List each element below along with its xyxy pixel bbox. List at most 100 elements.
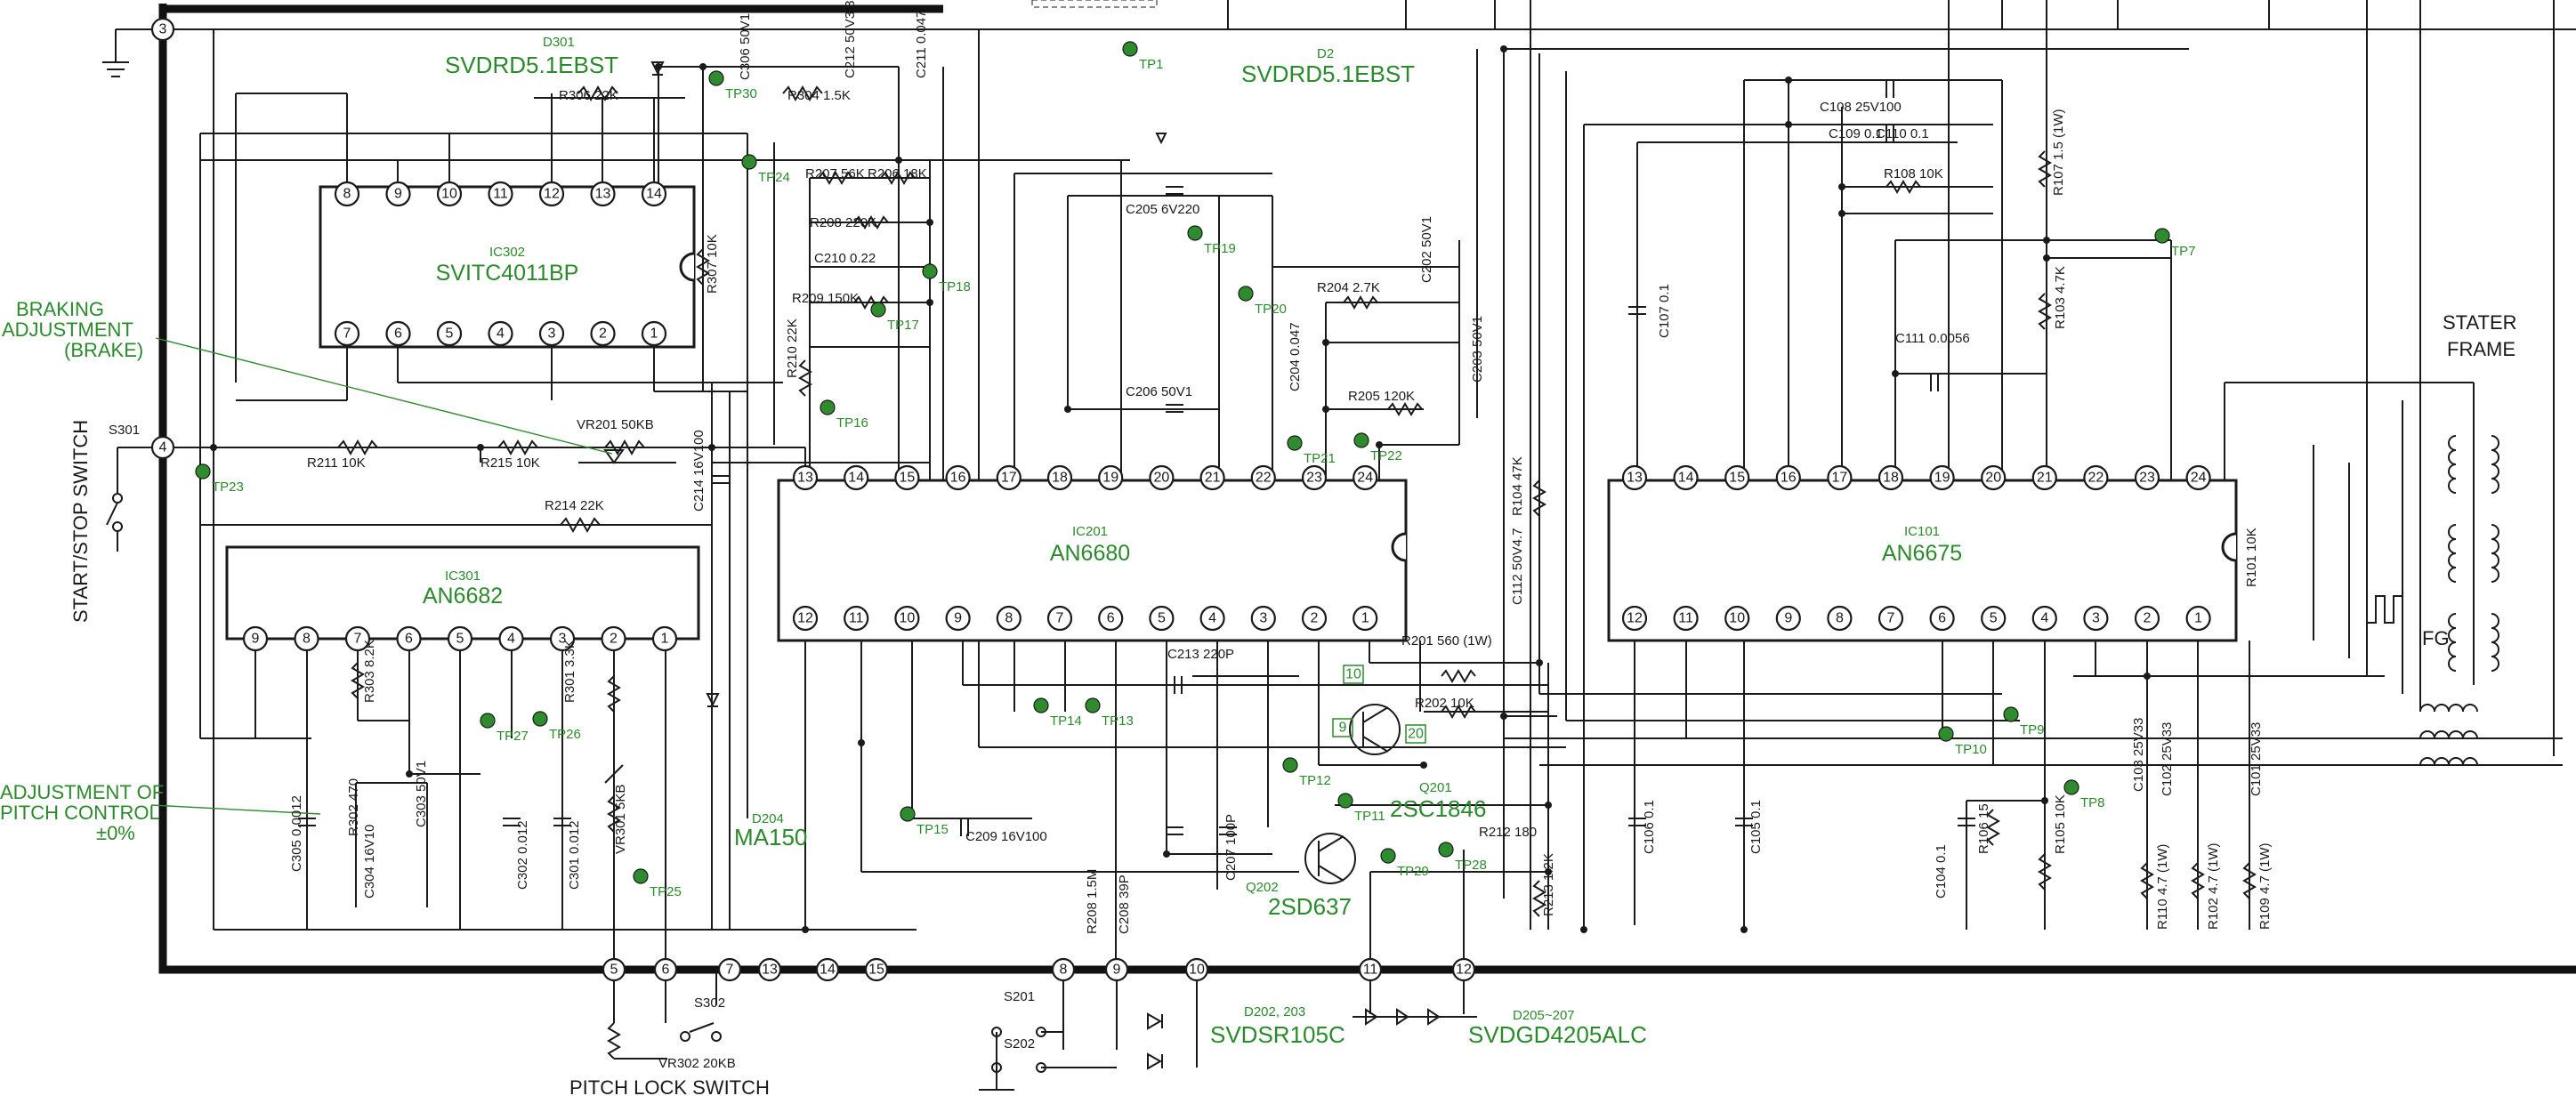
component-label: C214 16V100 (691, 430, 707, 512)
ic201-pin-1 (1353, 605, 1378, 632)
ic201-pin-4 (1199, 605, 1225, 632)
component-label: R105 10K (2053, 794, 2068, 854)
ic101-pin-label: 14 (1678, 471, 1694, 486)
test-point-tp17 (870, 302, 886, 318)
ic101-pin-3 (2083, 605, 2109, 632)
test-point-label: TP30 (725, 86, 757, 101)
ic101-pin-label: 23 (2139, 471, 2155, 486)
test-point-tp20 (1238, 286, 1254, 302)
test-point-label: TP1 (1139, 57, 1164, 72)
component-label: C105 0.1 (1748, 800, 1764, 854)
test-point-label: TP28 (1455, 858, 1487, 873)
ic301-pin-label: 3 (559, 632, 567, 647)
test-point-tp29 (1380, 848, 1396, 864)
ic301-pin-label: 6 (405, 632, 413, 647)
ic101-pin-6 (1929, 605, 1955, 632)
ic101-pin-label: 17 (1832, 471, 1848, 486)
ic201-pin-22 (1250, 464, 1276, 491)
ic101-pin-label: 19 (1934, 471, 1950, 486)
ic101-pin-8 (1827, 605, 1853, 632)
test-point-tp8 (2063, 779, 2079, 795)
ic301-pin-label: 4 (507, 632, 515, 647)
component-label: R210 22K (785, 318, 800, 378)
test-point-label: TP26 (549, 727, 581, 742)
test-point-label: TP9 (2020, 722, 2045, 737)
ic201-pin-6 (1098, 605, 1124, 632)
junctions (210, 45, 2151, 933)
ic201-pin-8 (996, 605, 1022, 632)
ic301-pin-label: 2 (610, 632, 618, 647)
ic201-pin-label: 9 (954, 611, 962, 626)
component-label: R207 56K (805, 166, 865, 181)
component-label: R306 22K (559, 88, 618, 103)
connector-pin-label: 3 (159, 22, 167, 37)
test-point-tp23 (195, 463, 211, 479)
connector-pin-label: 12 (1456, 963, 1472, 978)
component-label: R110 4.7 (1W) (2155, 844, 2170, 930)
ic302-pin-label: 14 (646, 187, 662, 202)
connector-pin-label: 9 (1113, 963, 1121, 978)
ic201-pin-label: 24 (1357, 471, 1373, 486)
ic302-pin-4 (488, 320, 513, 347)
connector-pin-7 (717, 957, 742, 982)
ic201-pin-label: 16 (950, 471, 966, 486)
ic201-pin-label: 2 (1311, 611, 1319, 626)
component-label: R109 4.7 (1W) (2257, 842, 2273, 930)
ic101-pin-label: 1 (2194, 611, 2202, 626)
component-label: R108 10K (1884, 166, 1943, 181)
ic302-pin-10 (436, 181, 463, 207)
ic302-pin-label: 10 (441, 187, 457, 202)
ic101-pin-10 (1724, 605, 1750, 632)
ic201-pin-3 (1250, 605, 1276, 632)
component-label: R202 10K (1415, 696, 1474, 711)
test-point-label: TP11 (1354, 809, 1385, 824)
ic301-pin-3 (549, 625, 576, 652)
ic201-pin-label: 10 (900, 611, 916, 626)
ic201-pin-20 (1149, 464, 1175, 491)
boxed-node-label: 20 (1408, 727, 1424, 742)
test-point-tp21 (1287, 435, 1303, 451)
test-point-tp11 (1337, 793, 1353, 809)
ic302-pin-13 (590, 181, 616, 207)
test-point-tp18 (922, 263, 938, 279)
d301-ref: D301 (543, 35, 575, 50)
ic101-pin-1 (2185, 605, 2211, 632)
ic101-pin-16 (1775, 464, 1801, 491)
component-label: C208 39P (1117, 874, 1132, 934)
connector-pin-label: 11 (1363, 963, 1378, 978)
connector-pin-label: 7 (726, 963, 734, 978)
stater-line-1: STATER (2443, 311, 2517, 334)
test-point-tp7 (2154, 228, 2170, 244)
ic201-pin-15 (894, 464, 920, 491)
ic101-pin-label: 15 (1729, 471, 1745, 486)
connector-pin-15 (864, 957, 889, 982)
ic201-pin-label: 22 (1256, 471, 1272, 486)
ic201-pin-label: 20 (1154, 471, 1170, 486)
ic201-pin-19 (1098, 464, 1124, 491)
ic101-pin-label: 18 (1883, 471, 1899, 486)
ic201-pin-16 (945, 464, 971, 491)
ic201-pin-9 (945, 605, 971, 632)
ic301-part: AN6682 (423, 584, 503, 608)
pitch-lock-label: PITCH LOCK SWITCH (569, 1076, 770, 1099)
ic101-pin-label: 2 (2144, 611, 2152, 626)
ic101-pin-label: 12 (1627, 611, 1643, 626)
component-label: C301 0.012 (567, 820, 582, 890)
top-rail (102, 0, 2576, 77)
component-label: C302 0.012 (515, 820, 530, 890)
ic201-pin-2 (1301, 605, 1328, 632)
ic302-pin-1 (641, 320, 667, 347)
test-point-tp16 (820, 399, 836, 415)
ic101-pin-23 (2134, 464, 2160, 491)
component-label: C203 50V1 (1470, 316, 1485, 383)
component-label: C103 25V33 (2131, 718, 2146, 792)
test-point-label: TP14 (1050, 713, 1082, 729)
component-label: C204 0.047 (1288, 322, 1303, 391)
ic101-pin-label: 3 (2092, 611, 2100, 626)
ic201-chip: AN6680 IC201 (777, 479, 1408, 642)
boxed-node-label: 9 (1339, 721, 1347, 736)
test-point-label: TP7 (2171, 244, 2196, 259)
test-point-tp9 (2003, 706, 2019, 722)
q201-ref: Q201 (1419, 780, 1452, 795)
